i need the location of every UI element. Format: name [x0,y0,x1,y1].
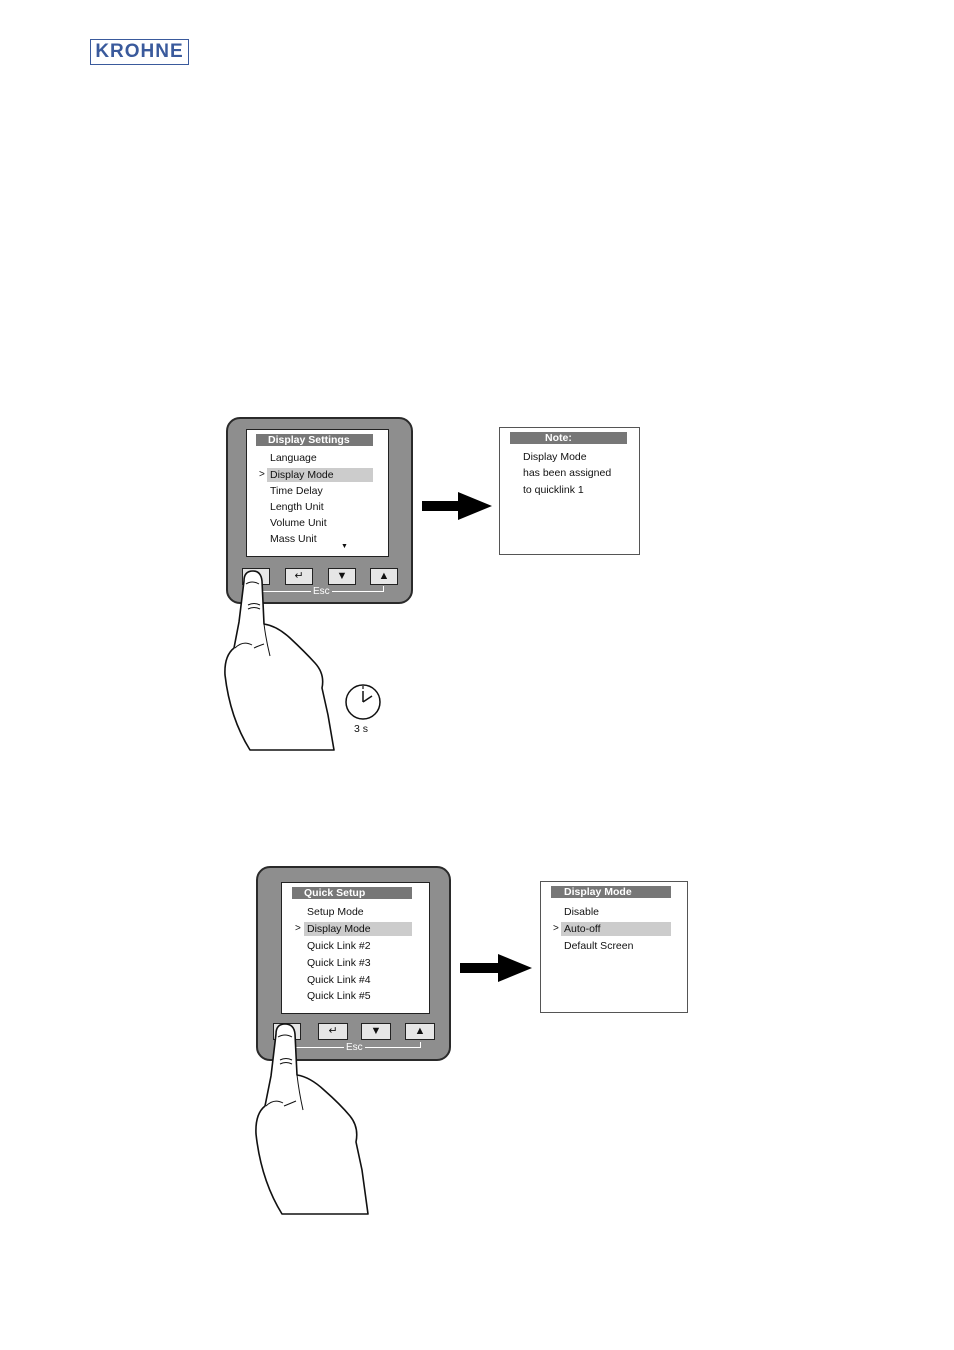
pressing-hand-icon [255,1023,369,1215]
note-screen: Note: Display Mode has been assigned to … [499,427,640,555]
arrow-up-icon: ▲ [378,570,390,582]
menu-item-volume-unit[interactable]: Volume Unit [270,517,327,529]
screen-title: Display Settings [256,434,373,446]
device-screen-2: Quick Setup Setup Mode > Display Mode Qu… [281,882,430,1014]
krohne-logo: KROHNE [90,39,189,65]
scroll-down-indicator-icon: ▼ [341,543,348,550]
device-screen-1: Display Settings Language > Display Mode… [246,429,389,557]
down-button[interactable]: ▼ [361,1023,391,1040]
note-line: to quicklink 1 [523,484,584,496]
note-title: Note: [510,432,627,444]
enter-button[interactable]: ↵ [318,1023,348,1040]
enter-icon: ↵ [328,1025,338,1037]
menu-cursor: > [295,923,301,934]
clock-icon [345,684,381,720]
menu-item-quick-link-2[interactable]: Quick Link #2 [307,940,371,952]
esc-label: Esc [344,1042,365,1054]
menu-item-language[interactable]: Language [270,452,317,464]
menu-item-length-unit[interactable]: Length Unit [270,501,324,513]
esc-label: Esc [311,586,332,598]
note-line: Display Mode [523,451,587,463]
display-mode-screen: Display Mode Disable > Auto-off Default … [540,881,688,1013]
menu-item-quick-link-5[interactable]: Quick Link #5 [307,990,371,1002]
note-line: has been assigned [523,467,612,479]
enter-button[interactable]: ↵ [285,568,313,585]
display-device-1: Display Settings Language > Display Mode… [226,417,413,604]
screen-title: Quick Setup [292,887,412,899]
menu-item-quick-link-4[interactable]: Quick Link #4 [307,974,371,986]
menu-item-display-mode[interactable]: Display Mode [267,468,373,482]
option-disable[interactable]: Disable [564,906,600,918]
menu-cursor: > [259,469,265,480]
screen-title: Display Mode [551,886,671,898]
menu-item-setup-mode[interactable]: Setup Mode [307,906,364,918]
pressing-hand-icon [224,570,335,751]
enter-icon: ↵ [294,570,304,582]
option-auto-off[interactable]: Auto-off [561,922,671,936]
arrow-right-icon [460,954,532,982]
menu-item-display-mode[interactable]: Display Mode [304,922,412,936]
arrow-up-icon: ▲ [414,1025,426,1037]
option-default-screen[interactable]: Default Screen [564,940,634,952]
arrow-down-icon: ▼ [370,1025,382,1037]
menu-item-time-delay[interactable]: Time Delay [270,485,323,497]
down-button[interactable]: ▼ [328,568,356,585]
menu-item-mass-unit[interactable]: Mass Unit [270,533,317,545]
menu-cursor: > [553,923,559,934]
up-button[interactable]: ▲ [370,568,398,585]
menu-item-quick-link-3[interactable]: Quick Link #3 [307,957,371,969]
clock-duration-label: 3 s [354,723,369,735]
arrow-down-icon: ▼ [336,570,348,582]
up-button[interactable]: ▲ [405,1023,435,1040]
arrow-right-icon [422,492,492,520]
